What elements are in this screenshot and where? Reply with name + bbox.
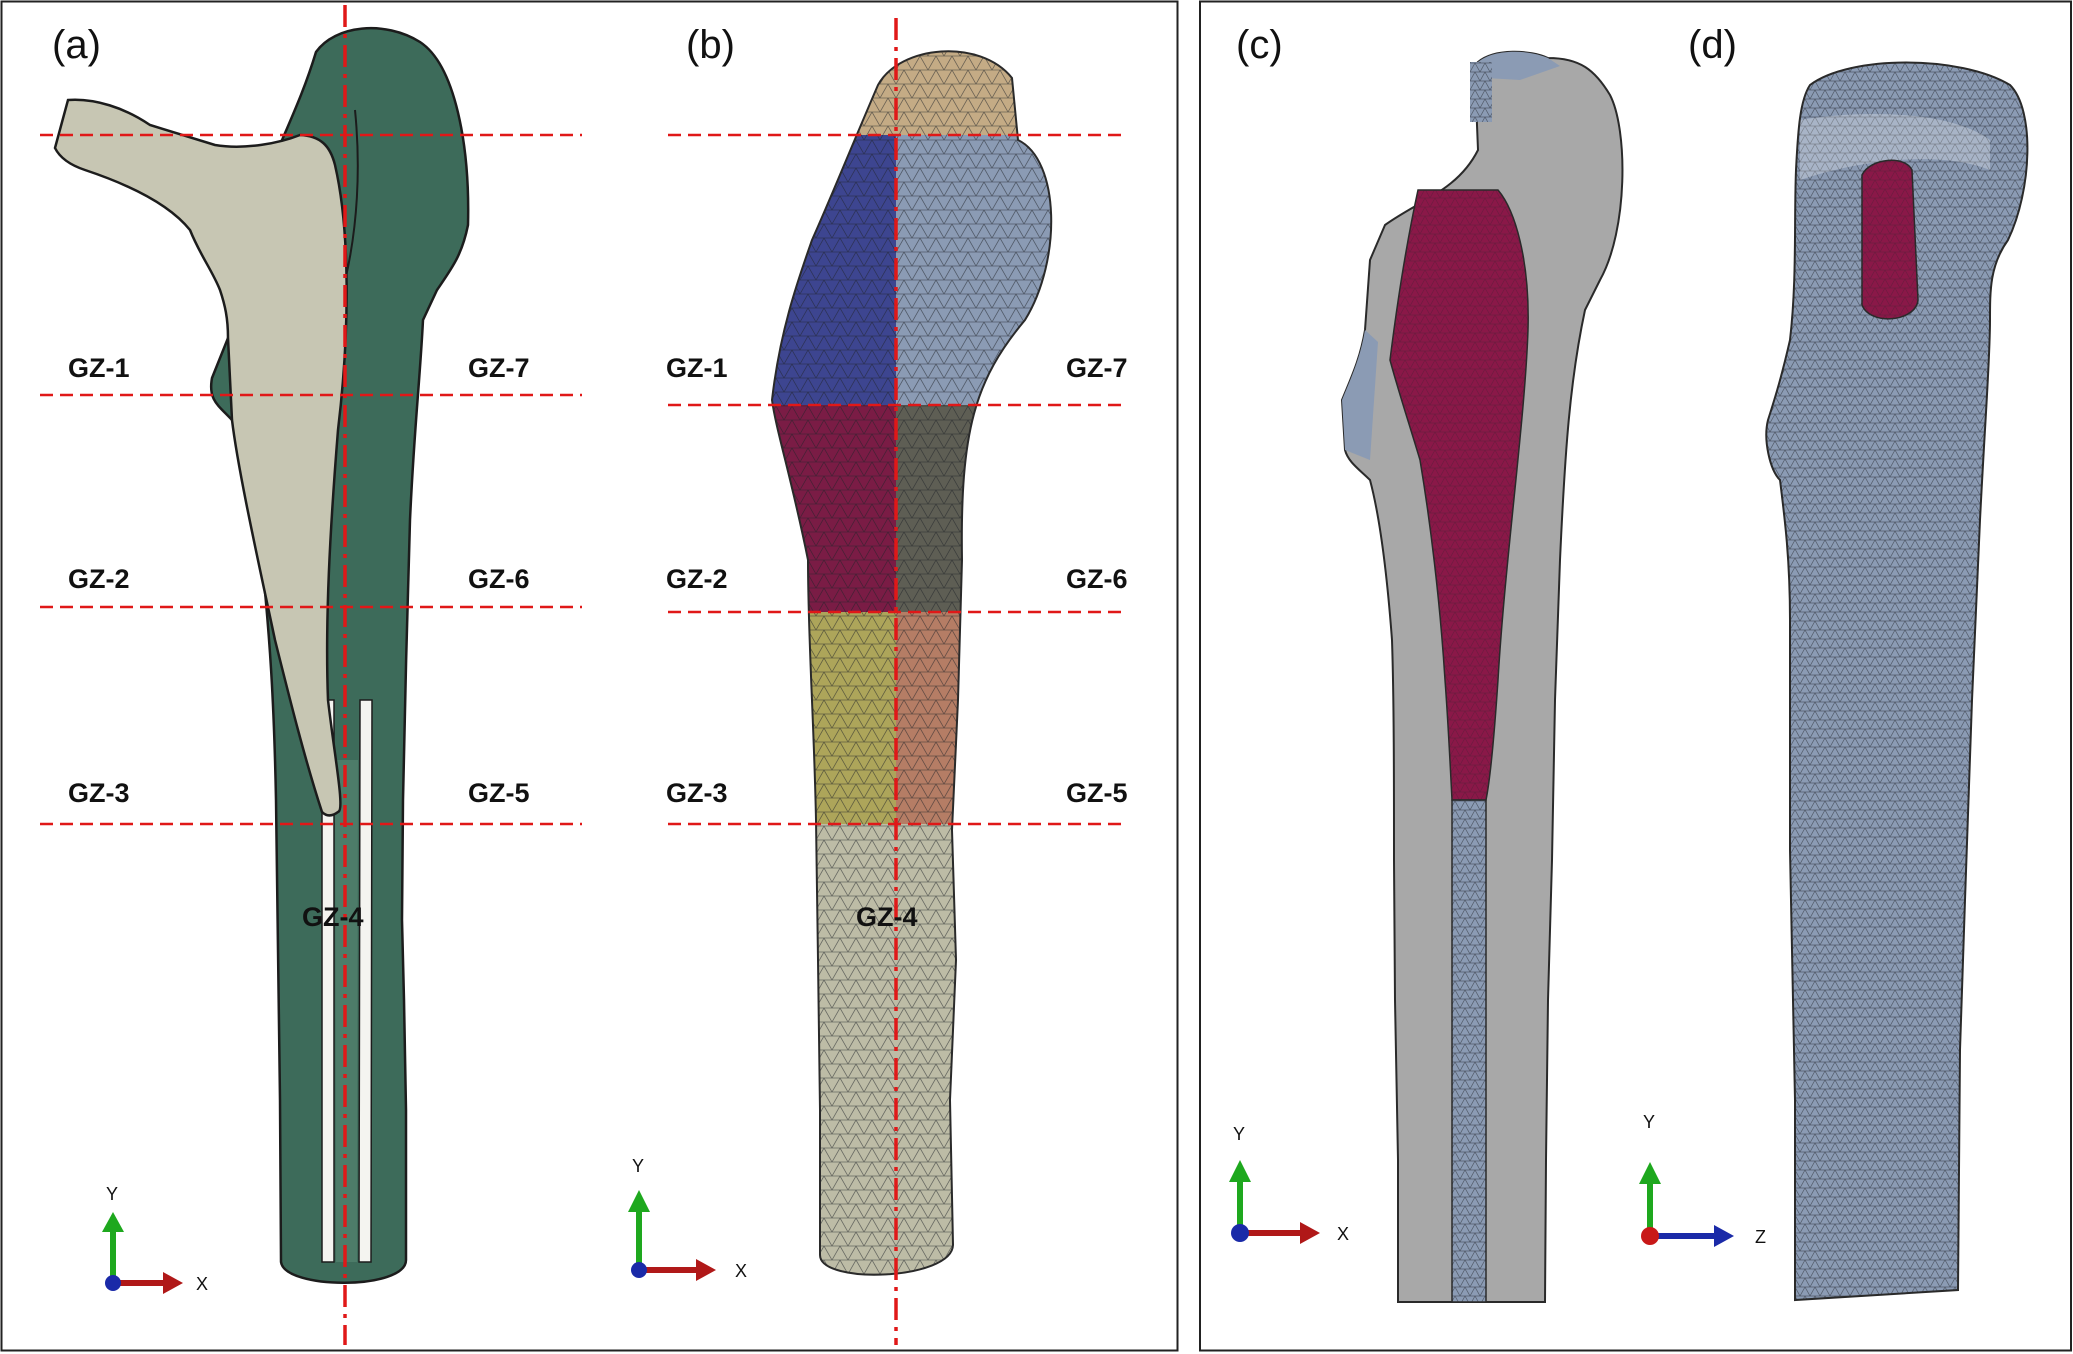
bone-outline-b (770, 50, 1053, 1276)
mesh-highlight (1800, 114, 1990, 180)
meshed-bone-regions (772, 51, 1052, 1275)
triad-label-y-d: Y (1643, 1112, 1655, 1132)
panel-label-d: (d) (1688, 23, 1737, 67)
stem-window-mesh (1862, 160, 1918, 319)
zone-label-gz5: GZ-5 (468, 778, 530, 808)
mesh-edge-medial (1342, 330, 1378, 460)
axis-triad-a: Y X (102, 1184, 208, 1294)
axis-triad-c: Y X (1229, 1124, 1349, 1244)
axis-triad-d: Y Z (1639, 1112, 1766, 1247)
bone-outline-d (1765, 61, 2029, 1302)
panel-a: (a) GZ-1 GZ-7 GZ-2 GZ-6 GZ-3 GZ-5 GZ-4 Y… (40, 5, 582, 1345)
zone-label-gz4-b: GZ-4 (856, 902, 918, 932)
triad-label-y: Y (106, 1184, 118, 1204)
zone-label-gz7: GZ-7 (468, 353, 530, 383)
panel-frame-cd (1199, 0, 2072, 1352)
panel-label-c: (c) (1236, 23, 1283, 67)
panel-label-b: (b) (686, 23, 735, 67)
panel-b: (b) GZ-1 GZ-7 GZ-2 GZ-6 GZ-3 GZ-5 GZ-4 Y… (628, 18, 1128, 1345)
zone-label-gz5-b: GZ-5 (1066, 778, 1128, 808)
stem-mesh-overlay (1390, 190, 1529, 800)
triad-label-z-d: Z (1755, 1227, 1766, 1247)
triad-label-x-c: X (1337, 1224, 1349, 1244)
zone-label-gz6-b: GZ-6 (1066, 564, 1128, 594)
triad-label-y-c: Y (1233, 1124, 1245, 1144)
mesh-overlay-b (772, 51, 1052, 1275)
zone-label-gz3-b: GZ-3 (666, 778, 728, 808)
canal-gap-right (358, 699, 373, 1263)
panel-frame-ab (0, 0, 1179, 1352)
zone-label-gz1: GZ-1 (68, 353, 130, 383)
zone-label-gz2: GZ-2 (68, 564, 130, 594)
canal-mesh-overlay (1452, 800, 1486, 1302)
zone-label-gz4: GZ-4 (302, 902, 364, 932)
canal-gap-left (321, 699, 335, 1263)
zone-label-gz1-b: GZ-1 (666, 353, 728, 383)
triad-label-x-b: X (735, 1261, 747, 1281)
implant-stem (53, 98, 348, 817)
triad-label-y-b: Y (632, 1156, 644, 1176)
panel-c: (c) Y X (1229, 23, 1624, 1303)
zone-label-gz6: GZ-6 (468, 564, 530, 594)
mesh-edge-tip-overlay (1470, 62, 1492, 122)
panel-d: (d) Y Z (1639, 23, 2029, 1302)
zone-label-gz3: GZ-3 (68, 778, 130, 808)
triad-label-x: X (196, 1274, 208, 1294)
mesh-edge-proximal (1478, 51, 1560, 80)
zone-label-gz7-b: GZ-7 (1066, 353, 1128, 383)
panel-label-a: (a) (52, 23, 101, 67)
zone-label-gz2-b: GZ-2 (666, 564, 728, 594)
axis-triad-b: Y X (628, 1156, 747, 1281)
